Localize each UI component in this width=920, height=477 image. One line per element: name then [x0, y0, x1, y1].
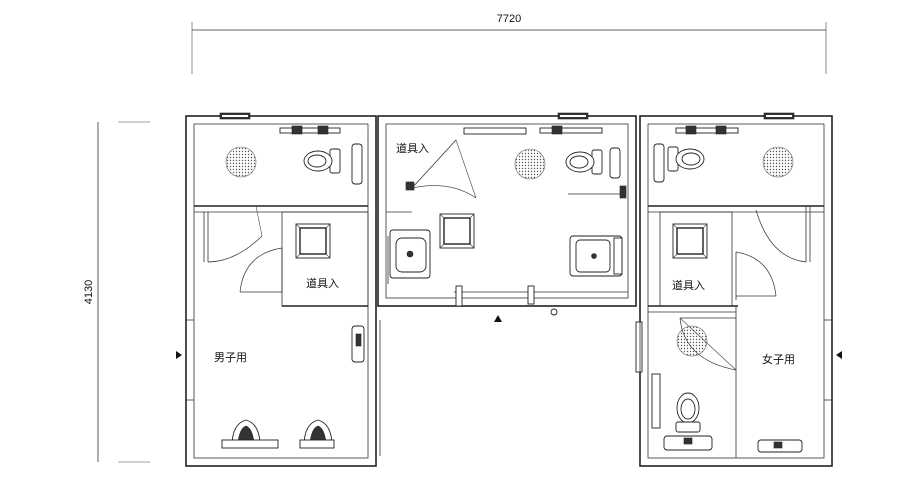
storage-box-icon [672, 223, 708, 259]
mens-room-label: 男子用 [214, 351, 247, 364]
vent-icon [514, 148, 546, 180]
right-storage-label: 道具入 [672, 278, 705, 292]
right-module [635, 112, 842, 467]
height-dimension-label: 4130 [83, 280, 95, 304]
vent-icon [225, 146, 257, 178]
left-storage-label: 道具入 [306, 276, 339, 290]
center-module [377, 112, 637, 322]
center-storage-label: 道具入 [396, 141, 429, 155]
urinal-icon [221, 419, 279, 449]
width-dimension-label: 7720 [497, 13, 521, 25]
womens-room-label: 女子用 [762, 352, 795, 366]
urinal-icon [299, 419, 335, 449]
left-module [176, 112, 381, 467]
vent-icon [762, 146, 794, 178]
entrance-arrow-icon [836, 351, 842, 359]
storage-box-icon [439, 213, 475, 249]
width-dimension: 7720 [191, 13, 827, 74]
vent-icon [676, 325, 708, 357]
toilet-icon [675, 392, 701, 433]
entrance-arrow-icon [176, 351, 182, 359]
entrance-arrow-icon [494, 315, 502, 322]
storage-box-icon [295, 223, 331, 259]
height-dimension: 4130 [83, 121, 150, 463]
